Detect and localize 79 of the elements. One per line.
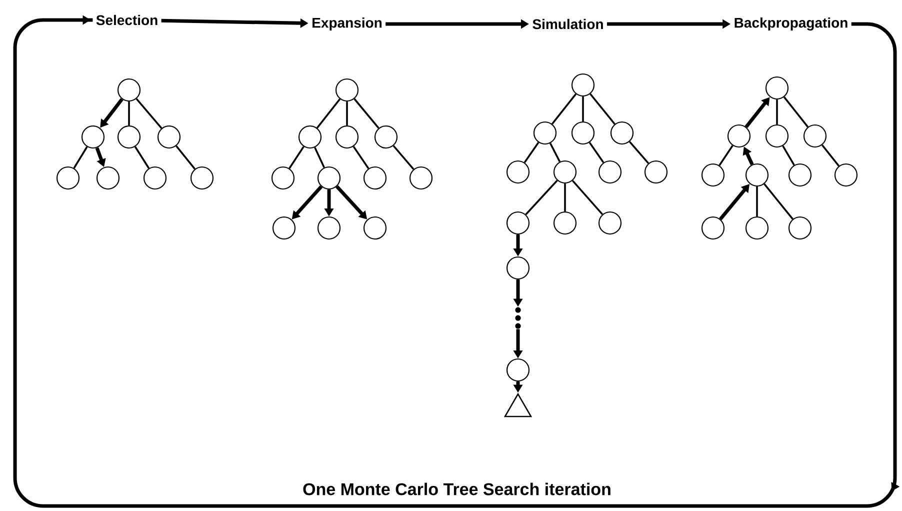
tree-node-circle [363,216,387,240]
tree-node-circle [272,216,296,240]
tree-edge [551,94,577,124]
tree-edge [352,146,370,169]
tree-edge [756,186,758,216]
tree-edge [314,147,325,168]
tree-edge [316,98,341,128]
tree-node-circle [598,160,622,184]
tree-edge [718,145,734,166]
tree-node-circle [571,121,595,145]
tree-node-circle [788,216,812,240]
tree-node-circle [298,125,322,149]
tree-edge [821,144,840,167]
tree-node-circle [506,256,530,280]
tree-node-circle [374,125,398,149]
tree-edge [136,98,162,129]
tree-node-circle [81,125,105,149]
tree-node-circle [56,166,80,190]
tree-edge [346,102,348,126]
tree-node-circle [745,163,769,187]
tree-node-circle [317,166,341,190]
tree-node-circle [745,216,769,240]
tree-node-circle [644,160,668,184]
tree-edge [176,145,196,170]
step-heading: Simulation [532,18,603,30]
tree-node-circle [96,166,120,190]
tree-edge [134,146,150,169]
step-heading: Expansion [312,17,382,31]
tree-node-circle [803,124,827,148]
tree-node-circle [533,121,557,145]
tree-edge [776,100,778,124]
tree-node-circle [765,76,789,100]
tree-node-circle [610,121,634,145]
tree-edge [588,142,604,164]
tree-edge [783,96,809,128]
tree-node-circle [117,125,141,149]
cycle-arrow [13,15,900,508]
tree-edge [128,102,130,126]
tree-node-circle [143,166,167,190]
tree-node-circle [701,163,725,187]
tree-node-circle [571,73,595,97]
tree-node-circle [701,216,725,240]
tree-edge [572,180,604,215]
step-heading: Selection [96,14,158,26]
tree-edge [582,96,584,122]
step-heading: Backpropagation [734,17,848,31]
tree-node-circle [598,211,622,235]
tree-node-circle [117,78,141,102]
tree-node-circle [788,163,812,187]
tree-edge [73,146,88,169]
tree-edge [590,93,616,125]
tree-node-circle [335,125,359,149]
tree-edge [764,183,794,220]
tree-node-circle [157,125,181,149]
tree-node-circle [506,358,530,382]
tree-edge [288,146,304,169]
tree-edge [549,142,561,162]
tree-node-circle [363,166,387,190]
tree-node-circle [765,124,789,148]
tree-edge [354,98,380,129]
tree-node-circle [506,160,530,184]
tree-node-circle [409,166,433,190]
tree-node-circle [271,166,295,190]
tree-node-circle [317,216,341,240]
tree-node-circle [834,163,858,187]
tree-edge [782,145,795,166]
ellipsis-dots [515,307,521,329]
tree-edge [392,145,414,170]
tree-node-circle [335,78,359,102]
tree-node-circle [553,160,577,184]
tree-node-circle [506,211,530,235]
tree-edge [564,184,566,212]
tree-node-circle [190,166,214,190]
tree-node-circle [727,124,751,148]
tree-edge [628,141,650,164]
tree-edge [524,142,540,164]
tree-edge [525,180,558,216]
tree-node-circle [553,211,577,235]
title: One Monte Carlo Tree Search iteration [302,482,612,496]
